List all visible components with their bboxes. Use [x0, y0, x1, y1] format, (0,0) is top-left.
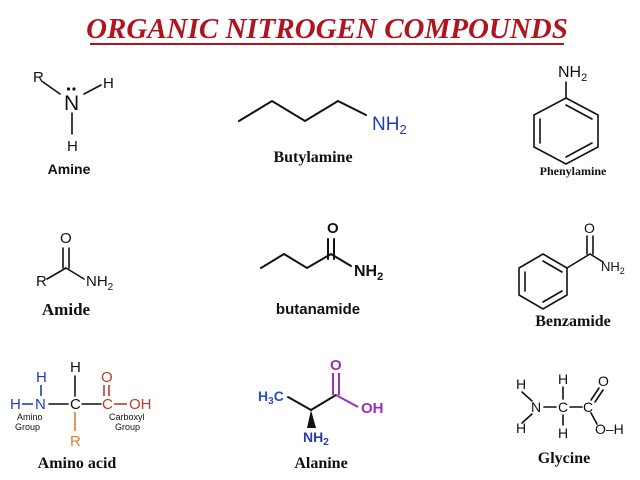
carboxyl-group-label-1: Carboxyl [109, 412, 145, 422]
glycine-o-atom: O [598, 373, 609, 389]
benzamide-nh2-group: NH2 [601, 259, 625, 276]
phenylamine-benzene-ring [533, 97, 599, 165]
benzamide-benzene-ring [518, 253, 568, 310]
alanine-nh2-group: NH2 [303, 429, 329, 448]
glycine-oh-group: O–H [595, 421, 624, 437]
amine-r-atom: R [33, 69, 44, 86]
amide-o-atom: O [60, 230, 72, 247]
benzamide-ring-c-bond [566, 253, 591, 269]
amino-acid-structure: H H N Amino Group H C R O C OH Carboxyl … [10, 359, 152, 450]
butanamide-nh2-group: NH2 [354, 263, 383, 283]
glycine-label: Glycine [538, 450, 590, 467]
alanine-structure: H3C NH2 O OH [258, 357, 384, 448]
phenylamine-structure: NH2 [533, 64, 599, 165]
alanine-c-oh-bond [335, 394, 359, 408]
phenylamine-nh2-group: NH2 [558, 64, 587, 84]
benzamide-structure: O NH2 [518, 220, 625, 310]
carboxyl-c-atom: C [102, 396, 113, 413]
carboxyl-o-atom: O [101, 369, 113, 386]
glycine-h-n-bond-top [521, 391, 533, 402]
butylamine-nh2-group: NH2 [372, 114, 407, 137]
butylamine-label: Butylamine [273, 149, 352, 166]
amino-group-label-2: Group [15, 422, 40, 432]
amine-label: Amine [48, 161, 91, 177]
amide-nh2-group: NH2 [86, 273, 114, 293]
amine-n-h-bond-right [83, 84, 102, 95]
carboxyl-group-label-2: Group [115, 422, 140, 432]
glycine-h-top-atom: H [558, 371, 568, 387]
amino-acid-label: Amino acid [38, 455, 117, 472]
glycine-n-atom: N [531, 399, 541, 415]
benzamide-c-n-bond [589, 253, 604, 263]
alanine-wedge-bond [307, 410, 316, 428]
phenylamine-label: Phenylamine [540, 164, 607, 178]
amine-n-atom: N [64, 92, 79, 115]
amino-n-atom: N [35, 396, 46, 413]
glycine-c-atom: C [558, 399, 568, 415]
amino-h-top-atom: H [36, 369, 47, 386]
side-chain-r-atom: R [70, 433, 81, 450]
butanamide-chain [260, 252, 352, 270]
glycine-structure: H N H H C H C O O–H [516, 371, 624, 441]
benzamide-o-atom: O [584, 220, 595, 236]
alpha-c-atom: C [70, 396, 81, 413]
butanamide-o-atom: O [327, 220, 339, 237]
page-title: ORGANIC NITROGEN COMPOUNDS [86, 13, 568, 45]
glycine-co-bond-b [594, 389, 604, 403]
carboxyl-oh-group: OH [129, 396, 152, 413]
glycine-c-oh-bond [590, 412, 598, 425]
alanine-label: Alanine [294, 455, 347, 472]
alpha-h-atom: H [70, 359, 81, 376]
amine-r-n-bond [42, 81, 61, 95]
phenylamine-double-bond-1 [565, 104, 593, 120]
alanine-ch3-group: H3C [258, 388, 284, 407]
amide-structure: O R NH2 [36, 230, 114, 293]
lone-pair-dot-2 [72, 87, 76, 91]
amino-group-label-1: Amino [17, 412, 43, 422]
alanine-oh-group: OH [361, 400, 384, 417]
benzamide-double-bond-1 [542, 260, 563, 273]
glycine-h-top-n-atom: H [516, 376, 526, 392]
lone-pair-dot-1 [66, 87, 71, 91]
amide-r-atom: R [36, 273, 47, 290]
benzamide-label: Benzamide [535, 313, 611, 330]
glycine-c2-atom: C [583, 399, 593, 415]
glycine-h-bottom-atom: H [558, 425, 568, 441]
amine-structure: R N H H [33, 69, 114, 155]
alanine-ch3-c-bond [287, 396, 312, 411]
amide-label: Amide [42, 300, 91, 319]
amine-h-bottom-atom: H [67, 138, 78, 155]
butanamide-label: butanamide [276, 301, 360, 318]
butanamide-structure: O NH2 [260, 220, 383, 283]
glycine-h-bottom-n-atom: H [516, 420, 526, 436]
butylamine-chain [238, 99, 367, 123]
amide-r-c-bond [46, 267, 67, 280]
butylamine-structure: NH2 [238, 99, 407, 137]
phenylamine-double-bond-2 [565, 142, 593, 158]
glycine-co-bond-a [590, 387, 600, 401]
benzamide-double-bond-2 [542, 290, 563, 303]
amino-h-left-atom: H [10, 396, 21, 413]
alanine-o-atom: O [330, 357, 342, 374]
amide-c-n-bond [65, 267, 85, 280]
alanine-c-carboxyl-bond [310, 394, 337, 411]
glycine-h-n-bond-bottom [521, 413, 533, 424]
amine-h-right-atom: H [103, 75, 114, 92]
